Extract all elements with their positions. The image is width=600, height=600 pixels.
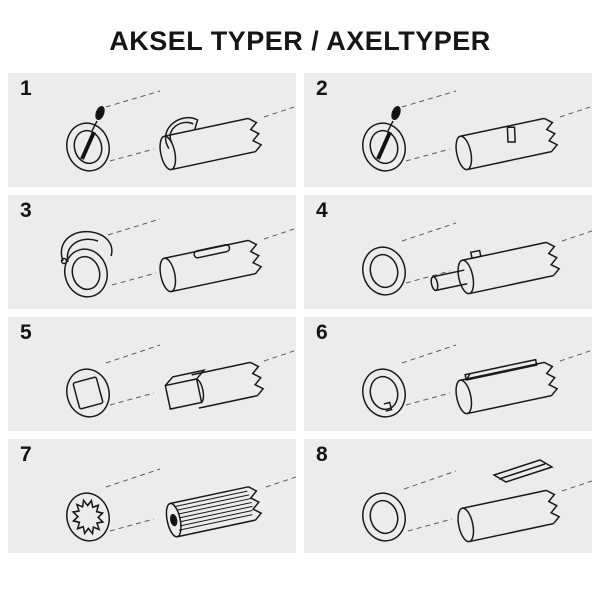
axle-drawing-6 (362, 344, 591, 418)
axle-type-cell-7: 7 (8, 439, 296, 553)
page-title: AKSEL TYPER / AXELTYPER (109, 26, 491, 56)
wire-clip-icon (60, 230, 113, 265)
cell-number: 1 (20, 77, 32, 100)
axle-type-cell-4: 4 (304, 195, 592, 309)
shaft-with-pin-slot (452, 116, 560, 172)
keyed-bore-ring (362, 368, 406, 418)
square-end-shaft (164, 361, 265, 410)
axle-type-cell-3: 3 (8, 195, 296, 309)
cell-number: 2 (316, 77, 328, 100)
axle-drawing-7 (66, 468, 296, 542)
square-bore-ring (66, 368, 110, 418)
axle-grid: 1 2 (0, 73, 600, 553)
shaft-with-spring-tab (156, 116, 264, 172)
axle-drawing-2 (356, 90, 591, 177)
cell-number: 6 (316, 321, 328, 344)
cell-number: 7 (20, 443, 32, 466)
ring-end-view (60, 104, 116, 177)
cell-number: 8 (316, 443, 328, 466)
axle-drawing-3 (58, 218, 295, 303)
axle-drawing-5 (66, 344, 295, 418)
ring-end-view (356, 241, 412, 301)
stepped-shaft-with-lug (430, 240, 562, 296)
wedge-key-icon (492, 459, 554, 483)
ring-end-view (356, 104, 412, 177)
axle-type-cell-1: 1 (8, 73, 296, 187)
ring-end-view (356, 487, 412, 547)
cell-number: 5 (20, 321, 32, 344)
splined-shaft (165, 486, 263, 538)
ring-end-view (58, 230, 114, 303)
axle-type-cell-2: 2 (304, 73, 592, 187)
shaft-with-long-slot (156, 238, 264, 294)
axle-type-cell-6: 6 (304, 317, 592, 431)
axle-type-cell-8: 8 (304, 439, 592, 553)
plain-shaft (454, 488, 562, 544)
cell-number: 4 (316, 199, 328, 222)
keyway-shaft (452, 358, 560, 416)
axle-drawing-8 (356, 459, 592, 547)
axle-drawing-1 (60, 90, 295, 177)
splined-bore-ring (66, 492, 110, 542)
axle-drawing-4 (356, 222, 592, 301)
axle-type-cell-5: 5 (8, 317, 296, 431)
cell-number: 3 (20, 199, 32, 222)
